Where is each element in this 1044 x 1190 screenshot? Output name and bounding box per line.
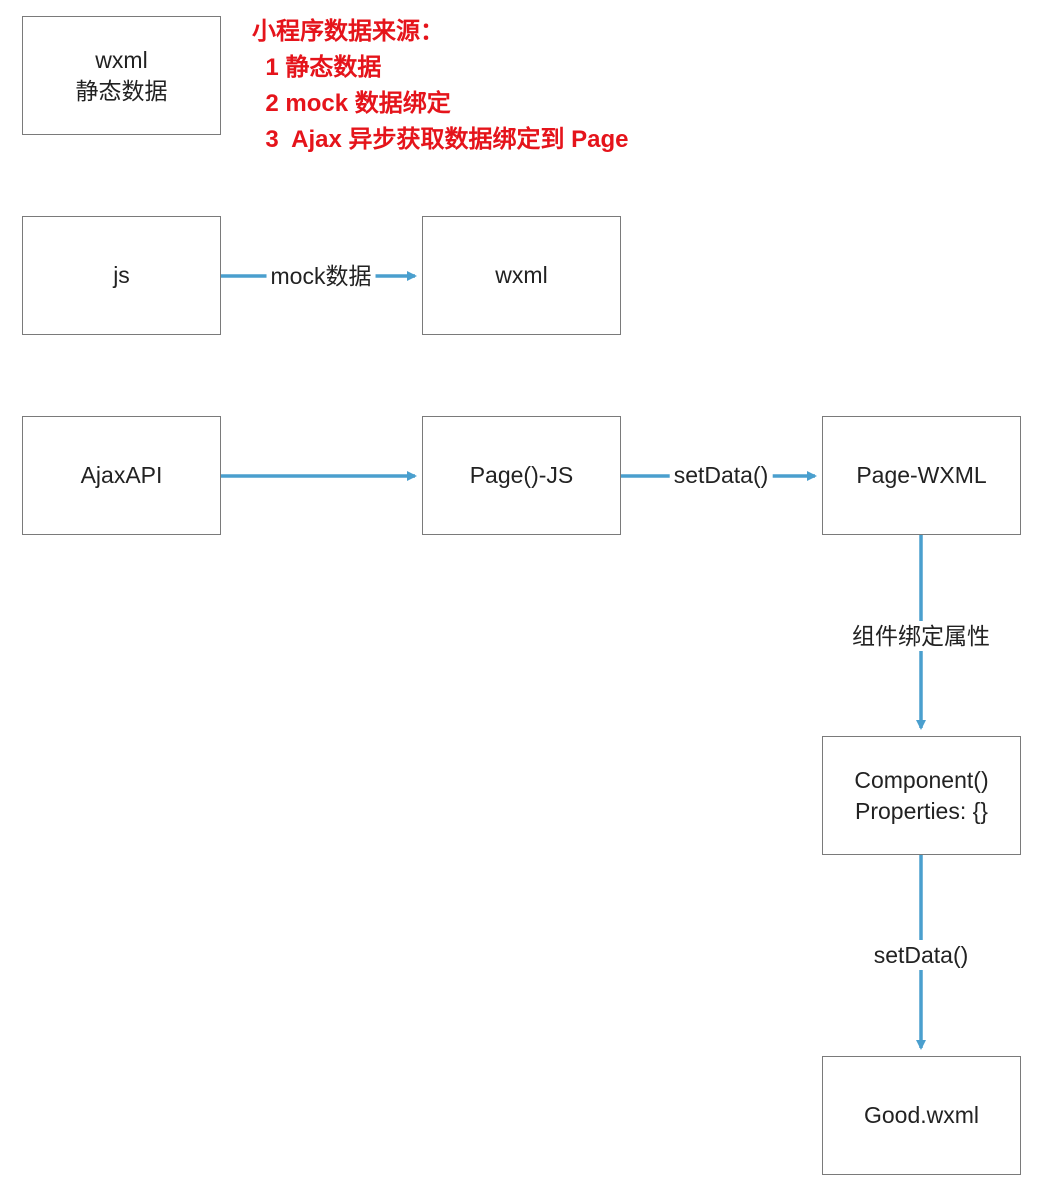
node-good-wxml-label: Good.wxml (863, 1102, 980, 1128)
note-item-ajax: 3 Ajax 异步获取数据绑定到 Page (252, 126, 629, 153)
node-ajax-api[interactable]: AjaxAPI (22, 416, 221, 535)
node-component-line1: Component() (854, 766, 989, 793)
edge-label-setdata: setData() (669, 460, 773, 490)
node-mock-wxml[interactable]: wxml (422, 216, 621, 335)
data-source-note: 小程序数据来源： 1 静态数据 2 mock 数据绑定 3 Ajax 异步获取数… (252, 14, 629, 158)
node-static-wxml-line2: 静态数据 (75, 77, 168, 104)
node-static-wxml-line1: wxml (95, 46, 148, 73)
node-page-wxml-label: Page-WXML (856, 462, 987, 488)
edge-label-mock: mock数据 (266, 261, 376, 291)
note-item-static: 1 静态数据 (252, 54, 382, 81)
node-ajax-api-label: AjaxAPI (80, 462, 163, 488)
edge-label-component-bind: 组件绑定属性 (848, 621, 994, 651)
edge-label-component-setdata: setData() (869, 940, 973, 970)
node-js-label: js (113, 262, 130, 288)
node-page-wxml[interactable]: Page-WXML (822, 416, 1021, 535)
node-good-wxml[interactable]: Good.wxml (822, 1056, 1021, 1175)
node-page-js-label: Page()-JS (469, 462, 574, 488)
node-component-line2: Properties: {} (855, 797, 988, 824)
note-title: 小程序数据来源： (252, 18, 444, 45)
note-item-mock: 2 mock 数据绑定 (252, 90, 451, 117)
node-component[interactable]: Component() Properties: {} (822, 736, 1021, 855)
node-page-js[interactable]: Page()-JS (422, 416, 621, 535)
node-mock-wxml-label: wxml (495, 262, 548, 288)
node-static-wxml[interactable]: wxml 静态数据 (22, 16, 221, 135)
node-js[interactable]: js (22, 216, 221, 335)
